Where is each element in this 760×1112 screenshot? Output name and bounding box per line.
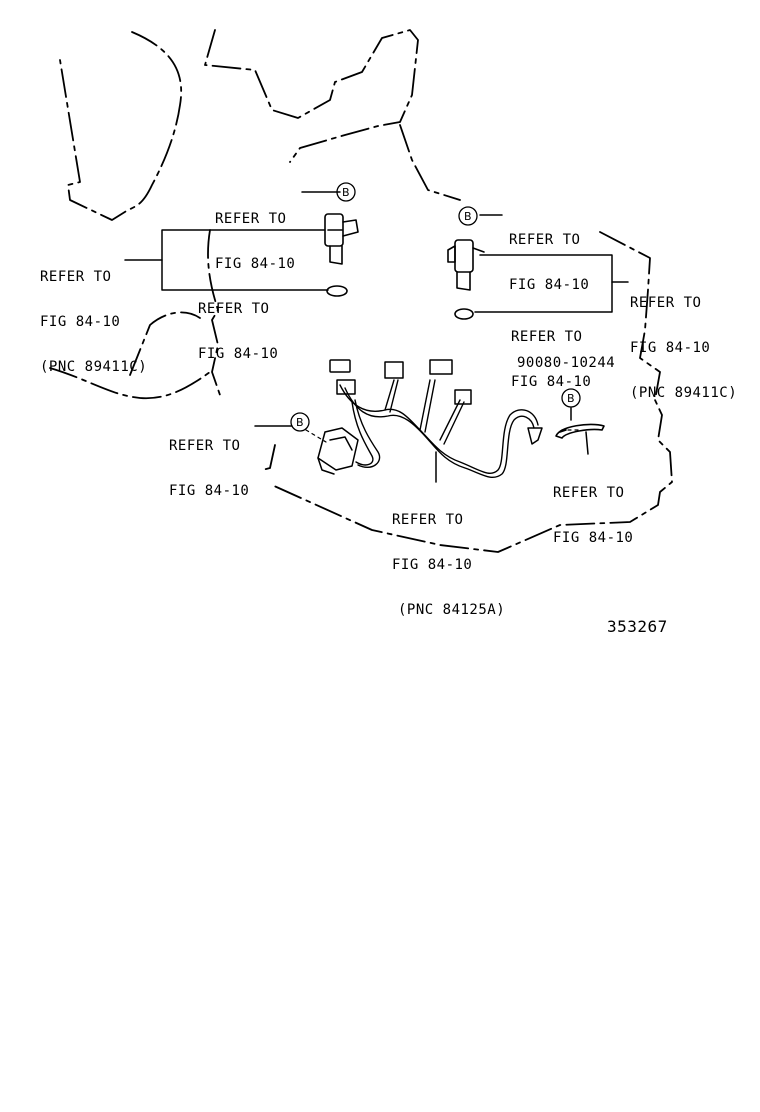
ref-line: REFER TO <box>511 329 583 345</box>
ref-line: FIG 84-10 <box>392 557 473 573</box>
b-callout-left <box>336 182 356 202</box>
ref-line: FIG 84-10 <box>198 346 279 362</box>
part-number-label: 90080-10244 <box>517 355 616 371</box>
right-o-ring <box>454 308 474 320</box>
ref-pnc-line: (PNC 84125A) <box>398 602 506 618</box>
ref-line: REFER TO <box>169 438 241 454</box>
right-sensor <box>447 239 485 291</box>
left-o-ring <box>326 285 348 297</box>
b-callout-clip <box>561 388 581 408</box>
b-callout-right <box>458 206 478 226</box>
ref-line: REFER TO <box>215 211 287 227</box>
leader-lines <box>124 191 629 483</box>
b-callout-lower <box>290 412 310 432</box>
b-badge-lower: B <box>296 416 305 429</box>
ref-label-lower-left: REFER TO FIG 84-10 <box>169 409 249 529</box>
ref-label-right-pnc: REFER TO FIG 84-10 (PNC 89411C) <box>630 266 737 431</box>
figure-id-label: 353267 <box>607 617 668 636</box>
ref-label-top-right: REFER TO FIG 84-10 <box>509 203 589 323</box>
ref-pnc-line: (PNC 89411C) <box>40 359 148 375</box>
ref-line: FIG 84-10 <box>215 256 296 272</box>
ref-line: REFER TO <box>553 485 625 501</box>
ref-label-right-oring: REFER TO FIG 84-10 <box>511 300 591 420</box>
ref-line: FIG 84-10 <box>169 483 250 499</box>
left-sensor <box>324 213 359 265</box>
ref-line: FIG 84-10 <box>40 314 121 330</box>
ref-line: FIG 84-10 <box>553 530 634 546</box>
ref-pnc-line: (PNC 89411C) <box>630 385 738 401</box>
ref-line: REFER TO <box>40 269 112 285</box>
wire-harness <box>339 379 539 478</box>
b-badge-right: B <box>464 210 473 223</box>
ref-line: REFER TO <box>392 512 464 528</box>
clip-part <box>555 423 605 439</box>
b-badge-left: B <box>342 186 351 199</box>
ref-label-left-pnc: REFER TO FIG 84-10 (PNC 89411C) <box>40 240 147 405</box>
engine-outline <box>49 29 673 553</box>
b-badge-clip: B <box>567 392 576 405</box>
ref-label-left-oring: REFER TO FIG 84-10 <box>198 272 278 392</box>
ref-line: REFER TO <box>509 232 581 248</box>
ref-line: FIG 84-10 <box>630 340 711 356</box>
harness-connectors <box>317 359 543 475</box>
b-callouts <box>290 182 581 432</box>
connector-guide-lines <box>305 429 579 443</box>
ref-line: REFER TO <box>198 301 270 317</box>
ref-line: FIG 84-10 <box>509 277 590 293</box>
ref-label-harness: REFER TO FIG 84-10 (PNC 84125A) <box>392 483 505 648</box>
ref-line: REFER TO <box>630 295 702 311</box>
ref-label-top-left: REFER TO FIG 84-10 <box>215 182 295 302</box>
ref-line: FIG 84-10 <box>511 374 592 390</box>
ref-label-clip: REFER TO FIG 84-10 <box>553 456 633 576</box>
